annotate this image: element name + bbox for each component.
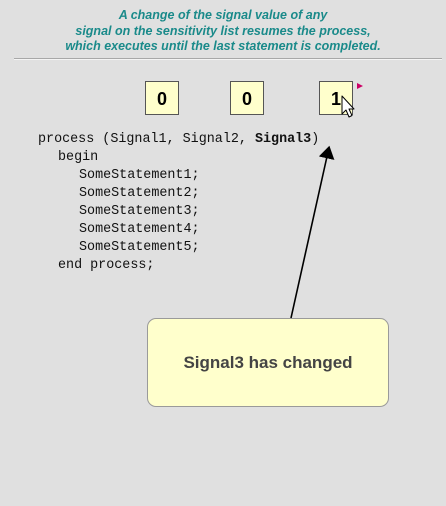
signal2-value-box[interactable]: 0: [230, 81, 264, 115]
vhdl-process-code: process (Signal1, Signal2, Signal3) begi…: [38, 131, 319, 275]
signal1-value-box[interactable]: 0: [145, 81, 179, 115]
process-header-line: process (Signal1, Signal2, Signal3): [38, 131, 319, 149]
explanation-header: A change of the signal value of any sign…: [0, 8, 446, 55]
header-line-1: A change of the signal value of any: [118, 8, 328, 22]
callout-text: Signal3 has changed: [183, 353, 353, 372]
statement-line: SomeStatement1;: [79, 168, 200, 183]
statement-line: SomeStatement2;: [79, 186, 200, 201]
statement-line: SomeStatement4;: [79, 222, 200, 237]
highlighted-signal: Signal3: [254, 132, 312, 147]
signal3-value-box[interactable]: 1: [319, 81, 353, 115]
header-divider: [14, 58, 442, 60]
begin-line: begin: [58, 150, 99, 165]
end-process-line: end process;: [58, 258, 155, 273]
header-line-3: which executes until the last statement …: [65, 39, 381, 53]
process-keyword-list: process (Signal1, Signal2,: [38, 132, 255, 147]
statement-line: SomeStatement5;: [79, 240, 200, 255]
statement-line: SomeStatement3;: [79, 204, 200, 219]
change-marker-icon: [357, 83, 363, 89]
callout-box: Signal3 has changed: [147, 318, 389, 407]
process-list-close: ): [311, 132, 320, 147]
header-line-2: signal on the sensitivity list resumes t…: [75, 23, 371, 38]
